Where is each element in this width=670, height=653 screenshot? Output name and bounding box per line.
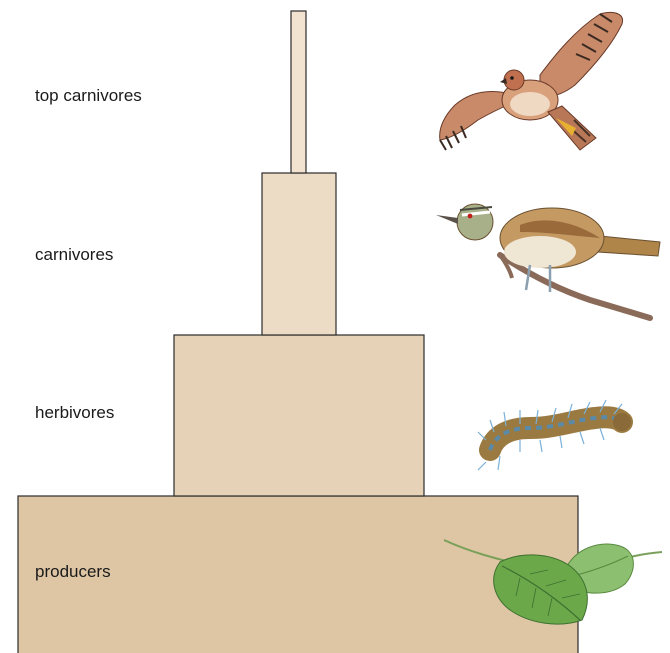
top-carnivores-block: [291, 11, 306, 173]
songbird-icon: [436, 204, 660, 318]
caterpillar-icon: [478, 400, 631, 470]
carnivores-block: [262, 173, 336, 335]
hawk-icon: [440, 12, 623, 150]
label-herbivores: herbivores: [35, 403, 114, 422]
label-top-carnivores: top carnivores: [35, 86, 142, 105]
label-producers: producers: [35, 562, 111, 581]
herbivores-block: [174, 335, 424, 496]
label-carnivores: carnivores: [35, 245, 113, 264]
